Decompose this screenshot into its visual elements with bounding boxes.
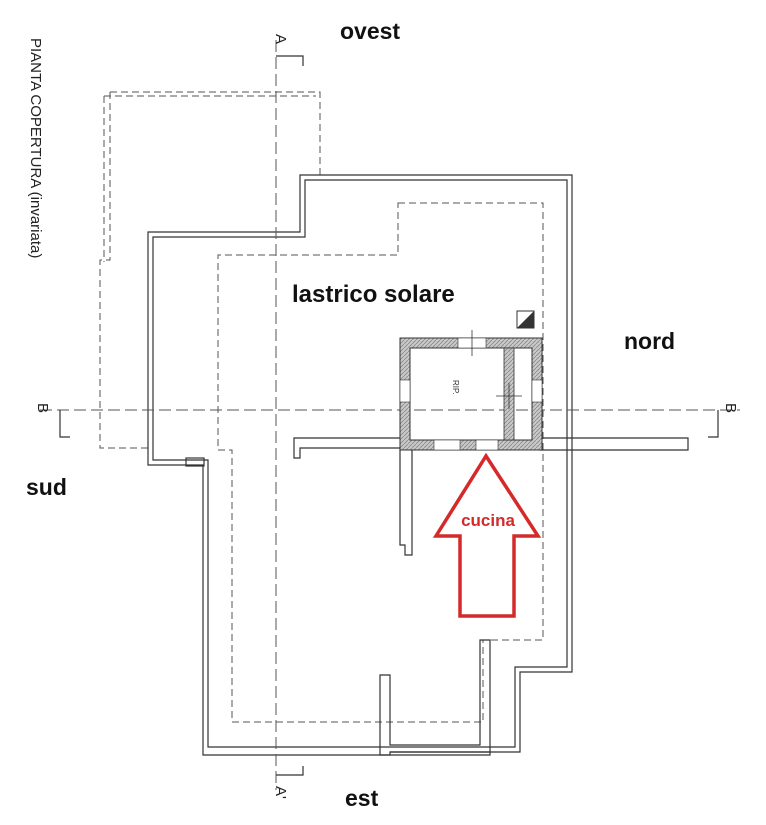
outer-wall-inner bbox=[152, 179, 568, 748]
kitchen-label: cucina bbox=[461, 511, 515, 530]
west-label: ovest bbox=[340, 18, 400, 44]
section-b-left-marker bbox=[59, 410, 70, 438]
north-label: nord bbox=[624, 328, 675, 354]
vertical-beam bbox=[399, 447, 413, 556]
stair-room: RIP. bbox=[399, 330, 543, 451]
east-label: est bbox=[345, 785, 379, 811]
section-b-right-label: B bbox=[722, 403, 739, 413]
section-b-right-marker bbox=[708, 410, 719, 438]
section-a-bottom-label: A' bbox=[272, 786, 289, 799]
wall-notch bbox=[185, 457, 205, 467]
horizontal-beam-right bbox=[539, 437, 689, 451]
section-a-bottom-marker bbox=[276, 766, 304, 776]
section-b-left-label: B bbox=[34, 403, 51, 413]
roof-terrace-label: lastrico solare bbox=[292, 281, 455, 308]
section-a-top-marker bbox=[276, 55, 304, 66]
outer-wall bbox=[147, 174, 573, 756]
horizontal-beam-left bbox=[293, 437, 405, 459]
bottom-balcony bbox=[379, 639, 491, 756]
south-label: sud bbox=[26, 474, 67, 500]
vent-icon bbox=[516, 310, 535, 329]
kitchen-arrow bbox=[432, 452, 542, 618]
storage-label: RIP. bbox=[451, 380, 460, 395]
plan-title: PIANTA COPERTURA (invariata) bbox=[27, 38, 44, 258]
inner-dashed-outline bbox=[217, 202, 544, 723]
section-a-top-label: A bbox=[272, 34, 289, 44]
dashed-outline-left bbox=[99, 91, 321, 449]
